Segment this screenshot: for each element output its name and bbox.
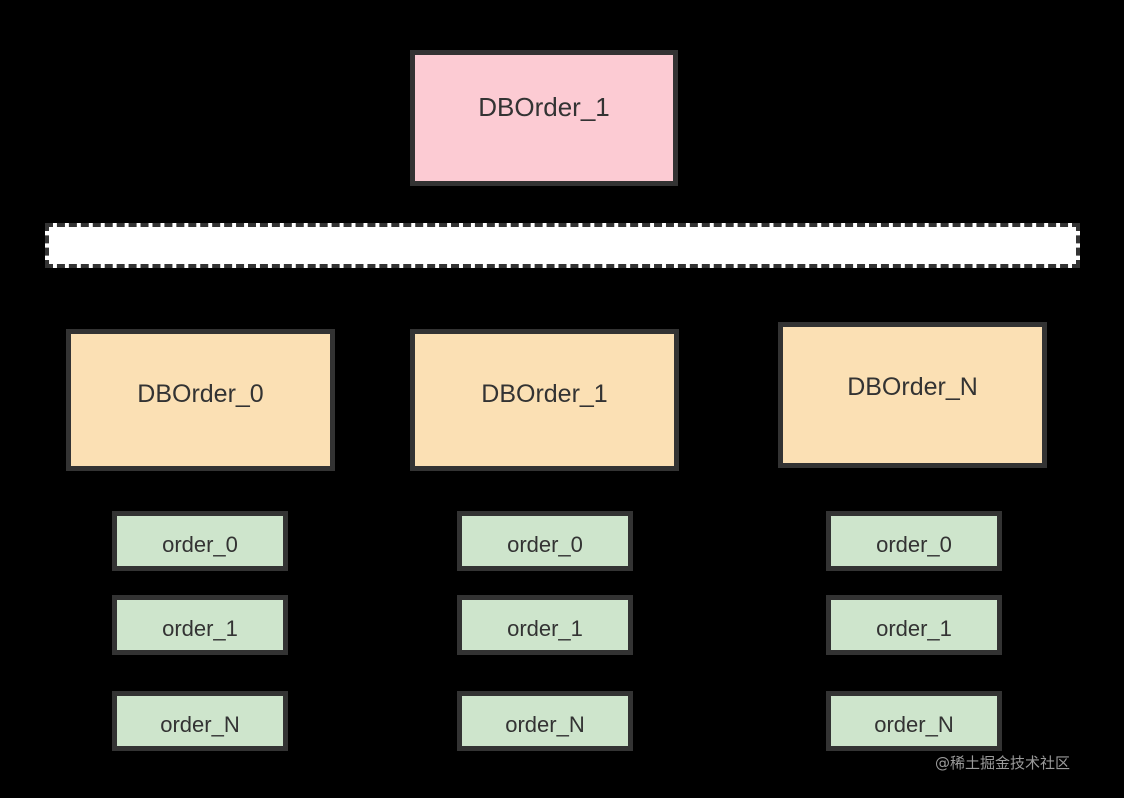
node-label: order_1 bbox=[507, 616, 583, 641]
node-table-col1-row2[interactable]: order_N bbox=[457, 691, 633, 751]
node-database-0[interactable]: DBOrder_0 bbox=[66, 329, 335, 471]
node-table-col1-row0[interactable]: order_0 bbox=[457, 511, 633, 571]
node-table-col2-row1[interactable]: order_1 bbox=[826, 595, 1002, 655]
node-table-col0-row0[interactable]: order_0 bbox=[112, 511, 288, 571]
node-database-n[interactable]: DBOrder_N bbox=[778, 322, 1047, 468]
node-label: DBOrder_0 bbox=[137, 380, 264, 408]
node-label: order_N bbox=[160, 712, 240, 737]
node-label: order_0 bbox=[162, 532, 238, 557]
node-table-col1-row1[interactable]: order_1 bbox=[457, 595, 633, 655]
node-label: order_0 bbox=[876, 532, 952, 557]
node-label: order_N bbox=[874, 712, 954, 737]
node-table-col0-row1[interactable]: order_1 bbox=[112, 595, 288, 655]
node-label: DBOrder_N bbox=[847, 373, 978, 401]
node-table-col2-row0[interactable]: order_0 bbox=[826, 511, 1002, 571]
node-table-col2-row2[interactable]: order_N bbox=[826, 691, 1002, 751]
node-database-1[interactable]: DBOrder_1 bbox=[410, 329, 679, 471]
node-label: DBOrder_1 bbox=[481, 380, 608, 408]
node-table-col0-row2[interactable]: order_N bbox=[112, 691, 288, 751]
node-label: order_N bbox=[505, 712, 585, 737]
node-label: order_1 bbox=[876, 616, 952, 641]
node-label: order_0 bbox=[507, 532, 583, 557]
node-label: order_1 bbox=[162, 616, 238, 641]
node-dborder-root[interactable]: DBOrder_1 bbox=[410, 50, 678, 186]
node-label: DBOrder_1 bbox=[478, 92, 610, 122]
sharding-bus-bar[interactable] bbox=[45, 223, 1080, 268]
watermark: @稀土掘金技术社区 bbox=[935, 754, 1071, 772]
